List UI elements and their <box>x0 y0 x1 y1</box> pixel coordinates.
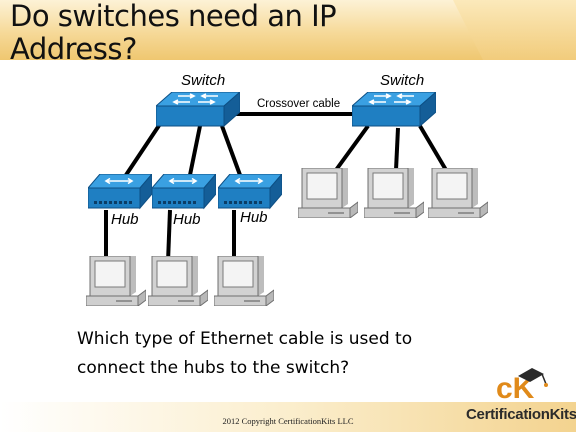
slide-title: Do switches need an IP Address? <box>10 0 450 66</box>
hub-3-label: Hub <box>240 209 268 226</box>
cable-hub1-switch <box>124 122 162 177</box>
certificationkits-logo-icon: cK <box>496 368 548 405</box>
question-line-2: connect the hubs to the switch? <box>77 358 350 378</box>
cables <box>104 112 448 263</box>
title-bar: Do switches need an IP Address? <box>0 0 576 66</box>
hub-3-icon <box>218 174 282 209</box>
copyright-text: 2012 Copyright CertificationKits LLC <box>222 416 354 426</box>
pc-hub2-icon <box>148 256 208 306</box>
cable-hub2-pc <box>166 209 172 263</box>
pc-switch2-2-icon <box>364 168 424 218</box>
hub-2-label: Hub <box>173 211 201 228</box>
title-line-1: Do switches need an IP <box>10 0 337 33</box>
cable-switch2-pc1 <box>334 124 370 172</box>
network-diagram: Switch Switch Crossover cable Hub Hub Hu… <box>86 72 488 306</box>
cable-switch2-pc3 <box>418 124 448 172</box>
question-line-1: Which type of Ethernet cable is used to <box>77 329 413 349</box>
pc-switch2-3-icon <box>428 168 488 218</box>
cable-hub2-switch <box>188 125 202 176</box>
switch-right-label: Switch <box>380 72 424 89</box>
hub-2-icon <box>152 174 216 209</box>
hub-1-label: Hub <box>111 211 139 228</box>
logo-text: CertificationKits <box>466 406 576 423</box>
switch-left-icon <box>156 92 240 127</box>
question-text: Which type of Ethernet cable is used to … <box>77 325 497 383</box>
crossover-cable-label: Crossover cable <box>257 98 340 110</box>
title-line-2: Address? <box>10 32 137 66</box>
footer-bar <box>0 402 576 432</box>
pc-switch2-1-icon <box>298 168 358 218</box>
switch-right-icon <box>352 92 436 127</box>
hub-1-icon <box>88 174 152 209</box>
switch-left-label: Switch <box>181 72 225 89</box>
pc-hub3-icon <box>214 256 274 306</box>
cable-switch2-pc2 <box>394 127 400 171</box>
cable-hub3-switch <box>220 125 242 176</box>
pc-hub1-icon <box>86 256 146 306</box>
